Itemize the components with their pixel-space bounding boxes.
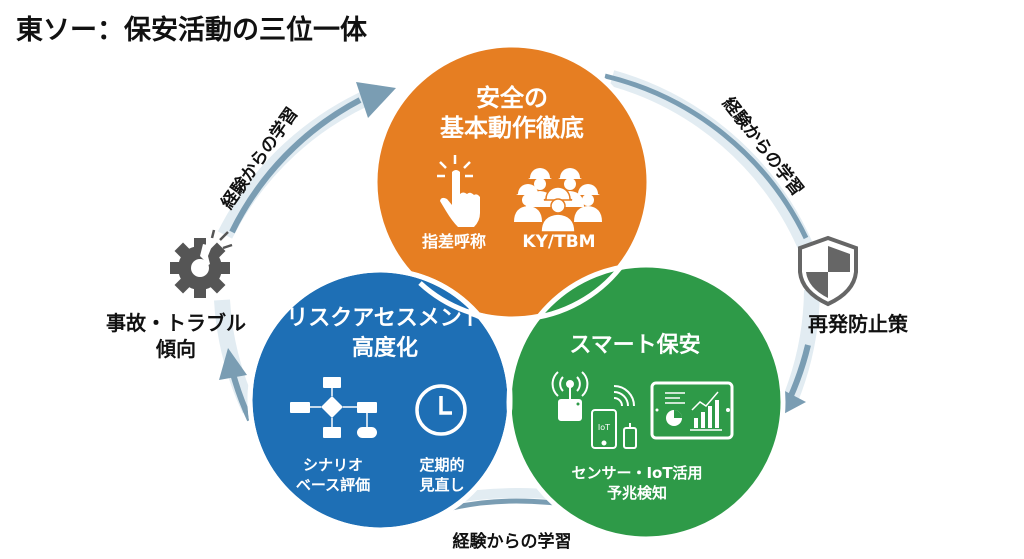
blue-circle-outline (247, 267, 513, 533)
arrowhead-top-left (356, 82, 396, 118)
incident-trend-label-line2: 傾向 (155, 337, 196, 361)
workers-group-icon (514, 168, 602, 233)
smart-label-line2: 予兆検知 (607, 484, 667, 502)
smart-label-line1: センサー・IoT活用 (571, 464, 702, 482)
iot-badge: IoT (598, 423, 610, 432)
arrowhead-left-lower (219, 348, 247, 380)
smart-title: スマート保安 (569, 332, 700, 358)
safety-item-label-pointing: 指差呼称 (422, 232, 486, 251)
risk-item-scenario-line1: シナリオ (303, 456, 363, 474)
flowchart-icon (290, 377, 377, 438)
sensor-antenna-icon (551, 371, 589, 421)
dashboard-tablet-icon (650, 381, 734, 440)
page-title: 東ソー：保安活動の三位一体 (16, 15, 367, 46)
shield-icon (798, 235, 858, 307)
broken-gear-icon (170, 229, 233, 298)
orange-lower-edge (418, 266, 622, 322)
risk-title-line2: 高度化 (352, 335, 418, 361)
arc-label-bottom: 経験からの学習 (453, 531, 572, 552)
iot-phone-icon (591, 385, 637, 449)
risk-item-scenario-line2: ベース評価 (296, 476, 370, 494)
safety-title-line1: 安全の (476, 84, 548, 112)
cycle-arrow-top-right (604, 73, 809, 240)
risk-item-review-line1: 定期的 (419, 456, 464, 474)
clock-icon (415, 384, 467, 436)
incident-trend-label-line1: 事故・トラブル (106, 311, 246, 335)
pointing-hand-icon (437, 155, 480, 227)
cycle-ring (214, 70, 820, 511)
risk-item-review-line2: 見直し (418, 476, 464, 494)
recurrence-prevention-label: 再発防止策 (808, 312, 909, 336)
safety-title-line2: 基本動作徹底 (440, 114, 584, 142)
risk-title-line1: リスクアセスメント (286, 306, 484, 331)
safety-item-label-ky-tbm: KY/TBM (522, 232, 595, 252)
cycle-arrow-top-left (229, 97, 362, 234)
